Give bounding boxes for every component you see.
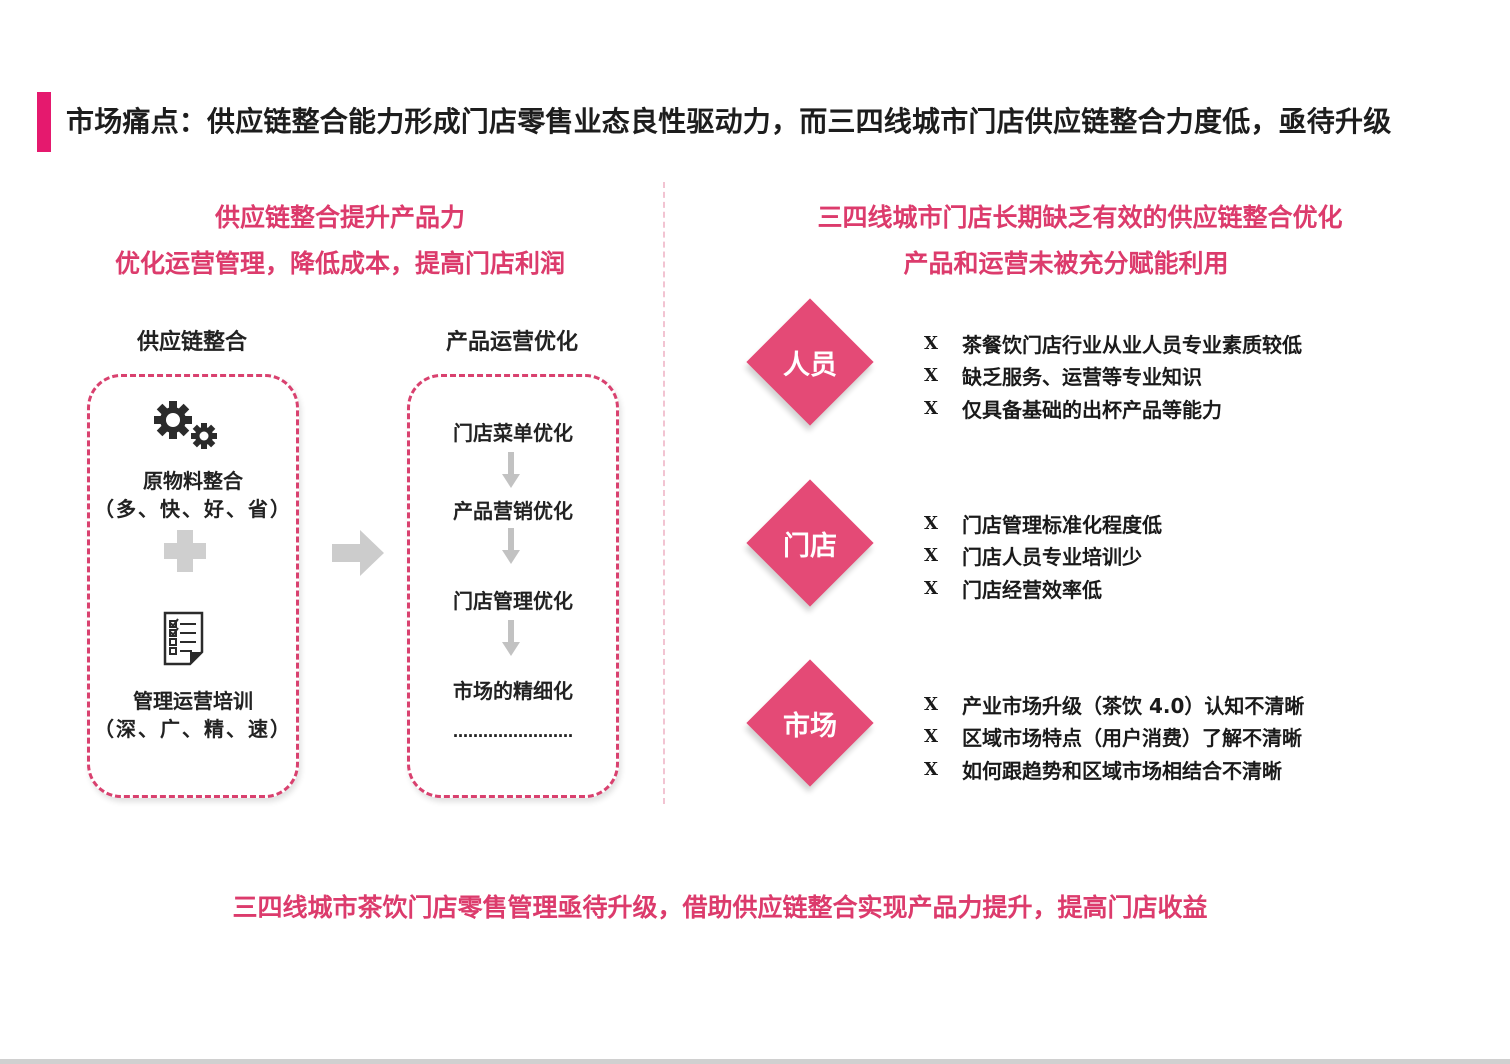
list-item: X 如何跟趋势和区域市场相结合不清晰 — [924, 753, 1304, 786]
right-arrow-icon — [332, 530, 384, 576]
category-people: 人员 — [746, 298, 874, 426]
optimization-box: 门店菜单优化 产品营销优化 门店管理优化 市场的精细化 …………………… — [407, 374, 619, 798]
raw-material-detail: （多、快、好、省） — [94, 497, 292, 521]
x-mark-icon: X — [924, 365, 938, 387]
issue-text: 产业市场升级（茶饮 4.0）认知不清晰 — [962, 693, 1305, 718]
page-title: 市场痛点：供应链整合能力形成门店零售业态良性驱动力，而三四线城市门店供应链整合力… — [66, 105, 1392, 138]
x-mark-icon: X — [924, 332, 938, 354]
raw-material-title: 原物料整合 — [143, 469, 243, 493]
down-arrow-icon — [502, 620, 520, 656]
list-item: X 缺乏服务、运营等专业知识 — [924, 360, 1302, 393]
more-steps-ellipsis: …………………… — [453, 723, 573, 741]
section-divider — [663, 182, 665, 804]
issue-text: 缺乏服务、运营等专业知识 — [962, 365, 1202, 390]
down-arrow-icon — [502, 452, 520, 488]
list-item: X 茶餐饮门店行业从业人员专业素质较低 — [924, 327, 1302, 360]
step-menu-optimization: 门店菜单优化 — [453, 421, 573, 445]
category-label: 市场 — [783, 710, 837, 742]
issue-text: 如何跟趋势和区域市场相结合不清晰 — [962, 758, 1282, 783]
optimization-heading: 产品运营优化 — [445, 330, 578, 355]
training-detail: （深、广、精、速） — [94, 717, 292, 741]
step-market-refinement: 市场的精细化 — [453, 679, 573, 703]
list-item: X 产业市场升级（茶饮 4.0）认知不清晰 — [924, 688, 1304, 721]
list-item: X 门店经营效率低 — [924, 572, 1162, 605]
down-arrow-icon — [502, 528, 520, 564]
x-mark-icon: X — [924, 512, 938, 534]
gear-icon — [154, 401, 217, 449]
list-item: X 仅具备基础的出杯产品等能力 — [924, 392, 1302, 425]
x-mark-icon: X — [924, 397, 938, 419]
checklist-icon — [163, 611, 204, 666]
x-mark-icon: X — [924, 758, 938, 780]
issue-text: 仅具备基础的出杯产品等能力 — [962, 397, 1222, 422]
issue-text: 门店管理标准化程度低 — [962, 512, 1162, 537]
step-management-optimization: 门店管理优化 — [453, 589, 573, 613]
right-subtitle-2: 产品和运营未被充分赋能利用 — [903, 249, 1229, 278]
supply-chain-box: 原物料整合 （多、快、好、省） 管理运营培训 （深、广、精、速） — [87, 374, 299, 798]
left-subtitle-1: 供应链整合提升产品力 — [214, 203, 465, 232]
category-store: 门店 — [746, 479, 874, 607]
x-mark-icon: X — [924, 545, 938, 567]
plus-icon — [164, 530, 206, 572]
issue-list-store: X 门店管理标准化程度低 X 门店人员专业培训少 X 门店经营效率低 — [924, 507, 1162, 605]
training-title: 管理运营培训 — [133, 689, 253, 713]
x-mark-icon: X — [924, 577, 938, 599]
supply-chain-heading: 供应链整合 — [136, 330, 247, 355]
x-mark-icon: X — [924, 726, 938, 748]
issue-text: 门店人员专业培训少 — [962, 545, 1142, 570]
list-item: X 门店人员专业培训少 — [924, 540, 1162, 573]
category-market: 市场 — [746, 659, 874, 787]
issue-text: 门店经营效率低 — [962, 577, 1102, 602]
category-label: 人员 — [783, 349, 837, 381]
list-item: X 区域市场特点（用户消费）了解不清晰 — [924, 721, 1304, 754]
right-subtitle-1: 三四线城市门店长期缺乏有效的供应链整合优化 — [817, 203, 1343, 232]
category-label: 门店 — [783, 530, 837, 562]
left-subtitle-2: 优化运营管理，降低成本，提高门店利润 — [114, 249, 565, 278]
step-marketing-optimization: 产品营销优化 — [453, 499, 573, 523]
x-mark-icon: X — [924, 693, 938, 715]
title-accent-bar — [37, 92, 51, 152]
issue-text: 茶餐饮门店行业从业人员专业素质较低 — [962, 332, 1302, 357]
issue-text: 区域市场特点（用户消费）了解不清晰 — [962, 726, 1302, 751]
list-item: X 门店管理标准化程度低 — [924, 507, 1162, 540]
issue-list-people: X 茶餐饮门店行业从业人员专业素质较低 X 缺乏服务、运营等专业知识 X 仅具备基础的… — [924, 327, 1302, 425]
conclusion-text: 三四线城市茶饮门店零售管理亟待升级，借助供应链整合实现产品力提升，提高门店收益 — [232, 893, 1208, 922]
bottom-border — [0, 1059, 1510, 1064]
